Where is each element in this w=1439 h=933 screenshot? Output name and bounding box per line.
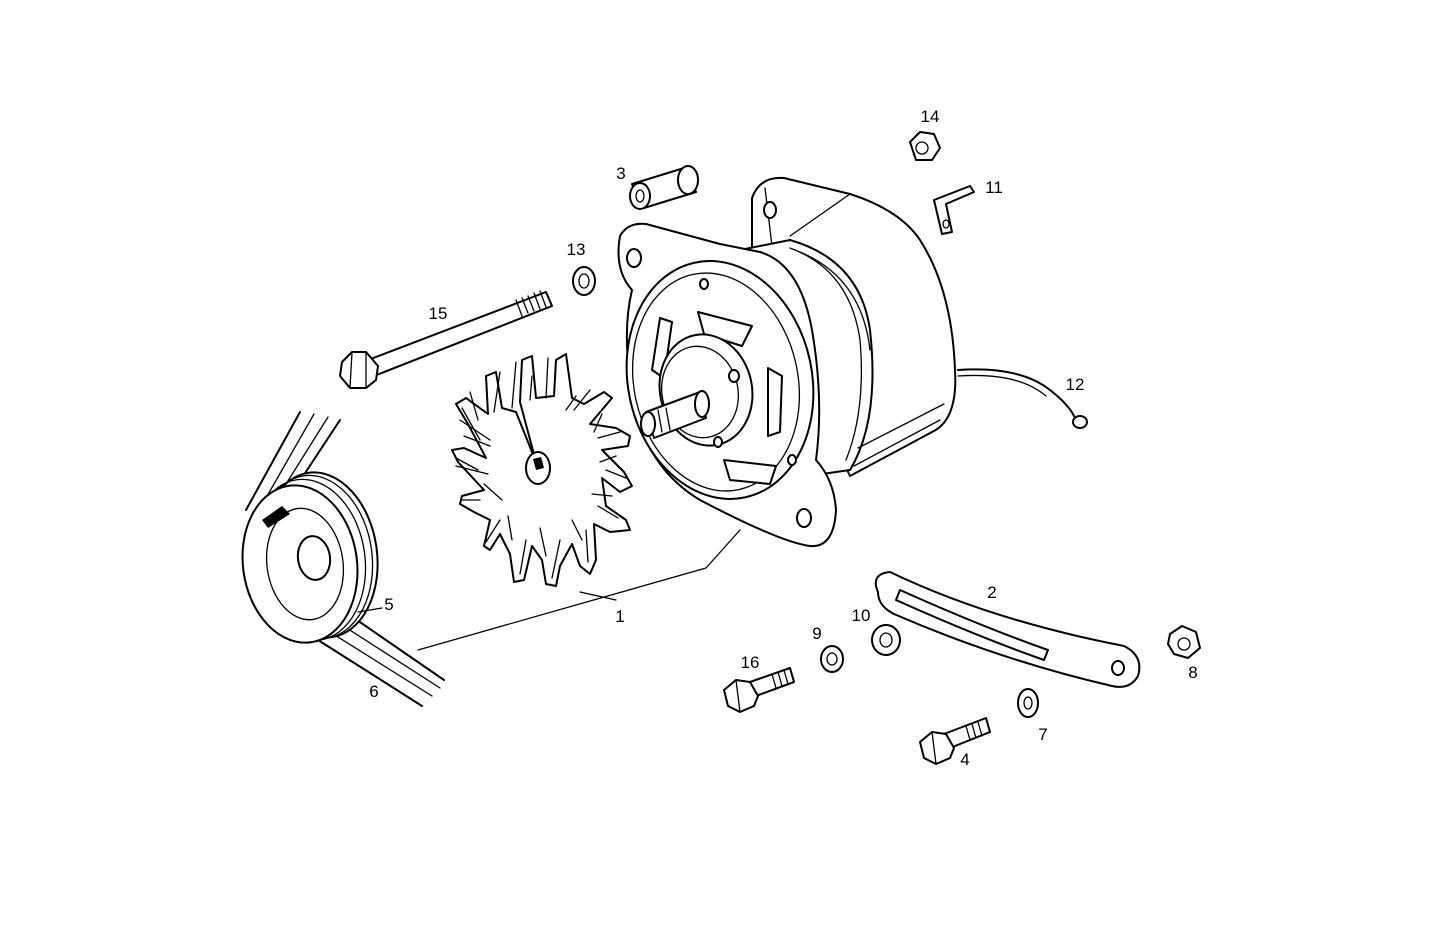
label-11: 11 [985, 178, 1003, 197]
cooling-fan [451, 353, 633, 587]
label-9: 9 [812, 624, 821, 643]
label-3: 3 [616, 164, 625, 183]
bolt-4 [919, 717, 991, 765]
label-13: 13 [567, 240, 586, 259]
pulley [241, 471, 379, 644]
bolt-16 [723, 667, 795, 713]
label-15: 15 [429, 304, 448, 323]
label-6: 6 [369, 682, 378, 701]
washer-9 [820, 645, 844, 673]
label-4: 4 [960, 750, 969, 769]
adjusting-bracket [874, 571, 1141, 688]
label-5: 5 [384, 595, 393, 614]
label-10: 10 [852, 606, 871, 625]
label-1: 1 [615, 607, 624, 626]
spacer-10 [871, 624, 901, 656]
long-bolt [339, 290, 553, 389]
nut-14 [909, 131, 941, 161]
washer-13 [572, 266, 596, 296]
spacer-bush [629, 165, 699, 210]
label-16: 16 [741, 653, 760, 672]
label-2: 2 [987, 583, 996, 602]
nut-8 [1167, 625, 1201, 659]
bracket-clip [933, 185, 975, 235]
alternator-body [617, 176, 1088, 548]
washer-7 [1017, 688, 1039, 718]
leader-lines [357, 529, 741, 651]
label-7: 7 [1038, 725, 1047, 744]
label-8: 8 [1188, 663, 1197, 682]
label-12: 12 [1066, 375, 1085, 394]
label-14: 14 [921, 107, 940, 126]
